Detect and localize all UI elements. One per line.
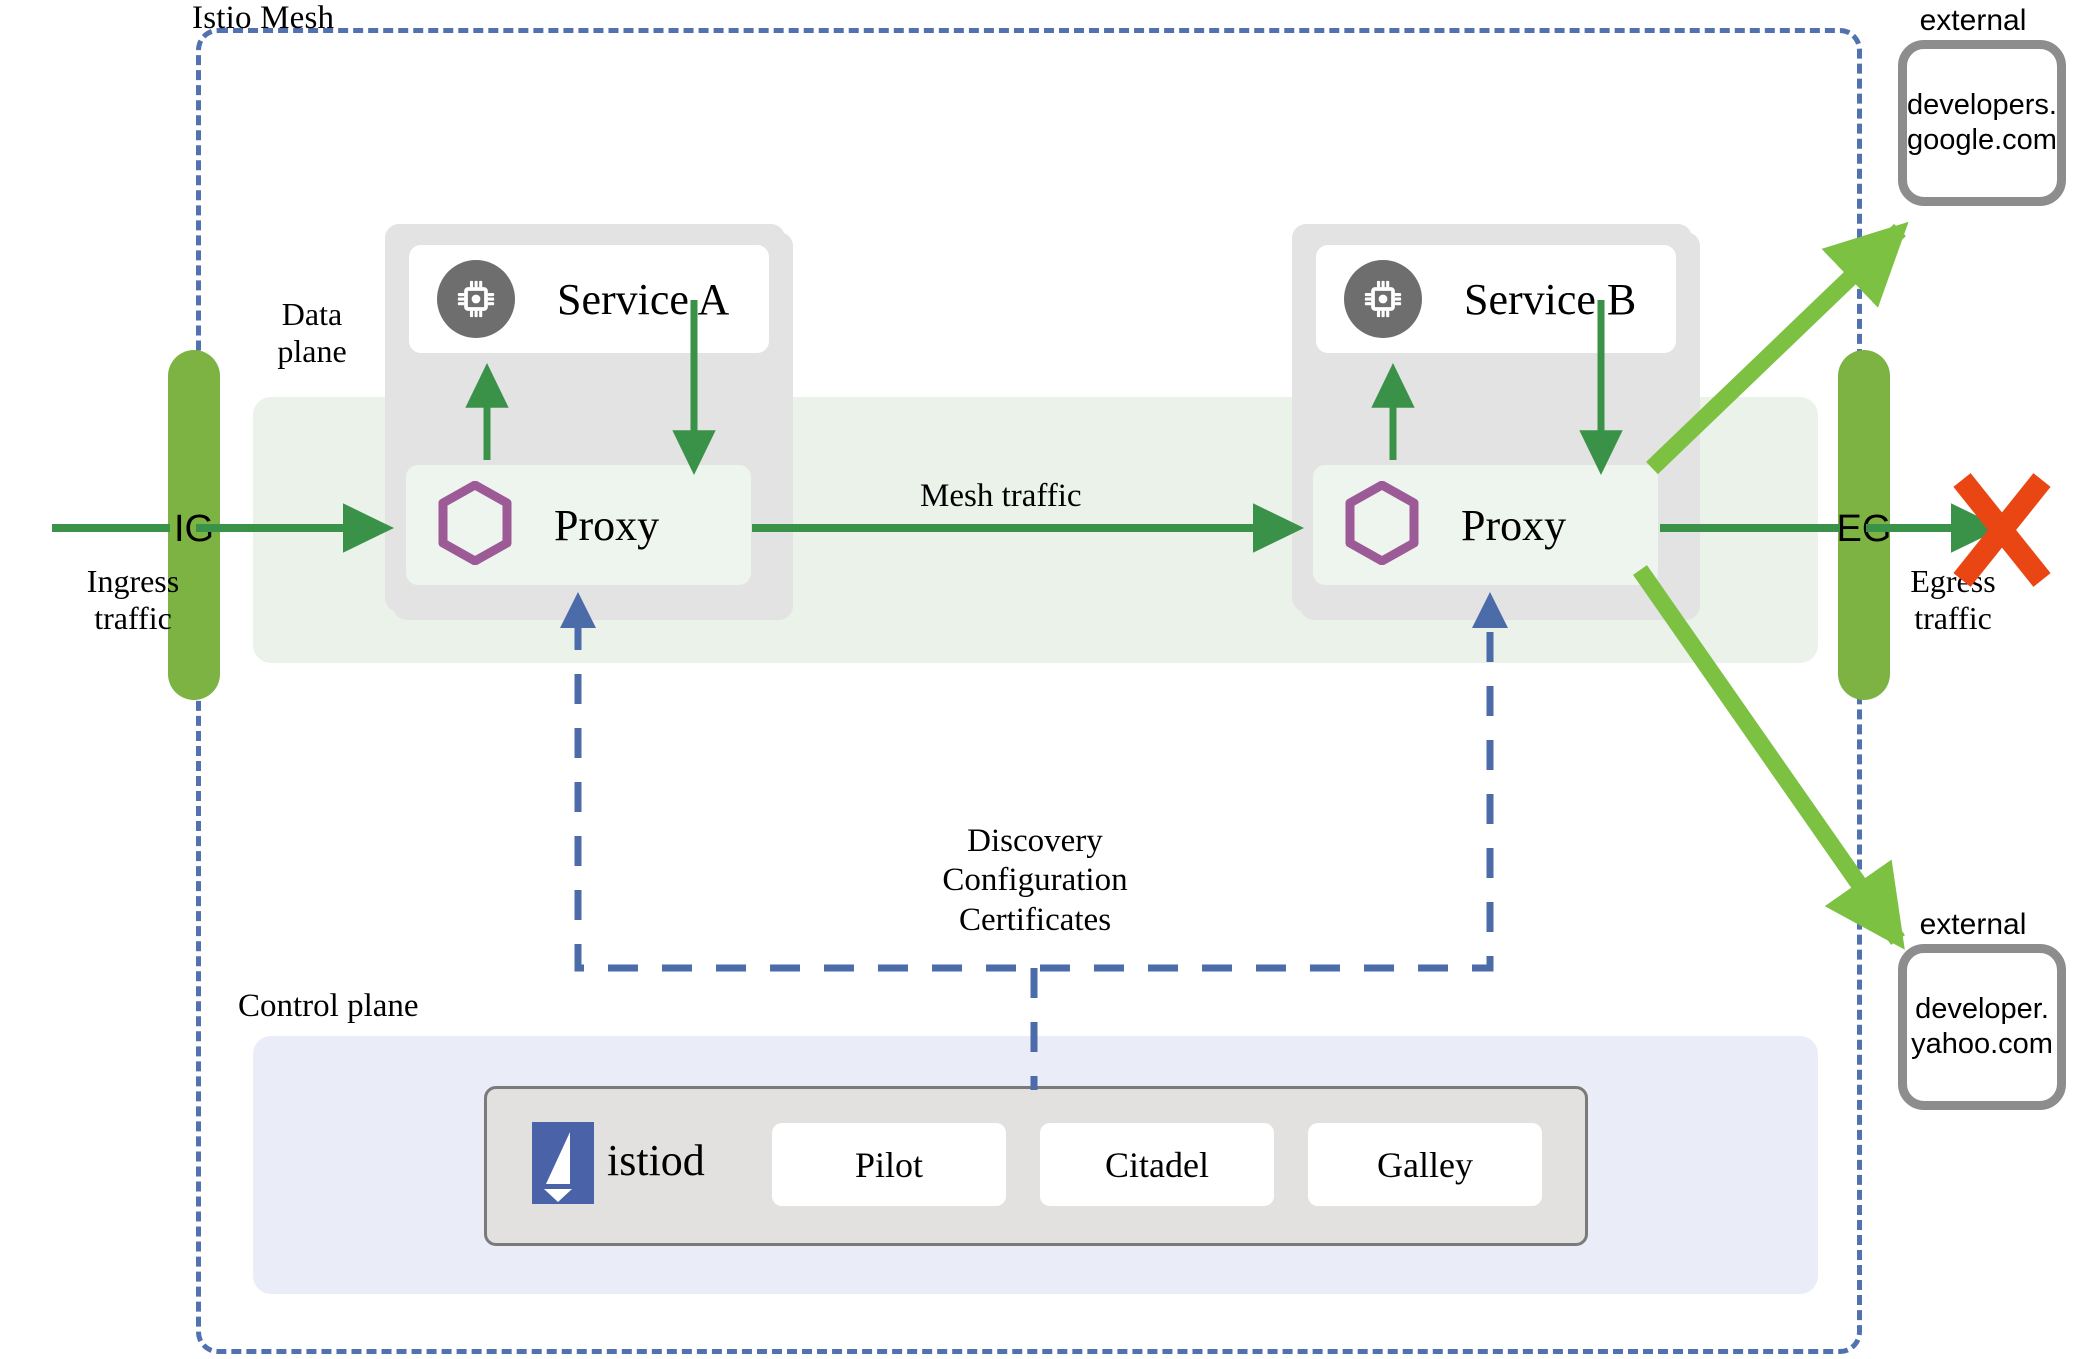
external-yahoo-caption: external [1919,908,2027,941]
egress-gateway-label: EG [1836,508,1892,550]
ingress-traffic-line1: Ingress [86,563,180,599]
external-google-host-line2: google.com [1907,124,2057,156]
proxy-a-label: Proxy [554,500,660,550]
egress-traffic-label: Egress traffic [1868,563,2038,637]
istio-sail-logo-icon [532,1122,594,1204]
external-google-host-line1: developers. [1907,89,2057,122]
egress-traffic-line2: traffic [1914,600,1992,637]
discovery-configuration-certificates-label: Discovery Configuration Certificates [900,822,1170,940]
egress-traffic-line1: Egress [1910,563,1996,599]
data-plane-label-line1: Data [281,296,343,332]
ingress-traffic-label: Ingress traffic [48,563,218,637]
control-plane-label: Control plane [238,988,419,1024]
cpu-chip-icon [1344,260,1422,338]
service-b-box[interactable]: Service B [1316,245,1676,353]
control-plane-component-galley[interactable]: Galley [1308,1123,1542,1206]
discovery-line2: Configuration [942,862,1128,899]
external-endpoint-yahoo[interactable]: developer. yahoo.com [1898,944,2066,1110]
mesh-title: Istio Mesh [192,0,335,36]
external-endpoint-google[interactable]: developers. google.com [1898,40,2066,206]
ingress-gateway-label: IG [173,508,215,550]
service-a-box[interactable]: Service A [409,245,769,353]
external-google-caption: external [1919,4,2027,37]
control-plane-component-citadel[interactable]: Citadel [1040,1123,1274,1206]
discovery-line1: Discovery [967,823,1103,859]
proxy-b-box[interactable]: Proxy [1313,465,1658,585]
data-plane-label-line2: plane [277,333,347,370]
external-yahoo-host-line2: yahoo.com [1911,1028,2053,1060]
proxy-b-label: Proxy [1461,500,1567,550]
hexagon-icon [1345,480,1419,570]
proxy-a-box[interactable]: Proxy [406,465,751,585]
external-yahoo-host-line1: developer. [1915,993,2049,1026]
hexagon-icon [438,480,512,570]
service-b-label: Service B [1464,274,1637,324]
discovery-line3: Certificates [958,901,1112,938]
control-plane-component-pilot[interactable]: Pilot [772,1123,1006,1206]
data-plane-label: Data plane [247,296,377,371]
istiod-label: istiod [607,1136,705,1185]
cpu-chip-icon [437,260,515,338]
ingress-traffic-line2: traffic [94,600,172,637]
service-a-label: Service A [557,274,730,324]
mesh-traffic-label: Mesh traffic [920,478,1082,514]
